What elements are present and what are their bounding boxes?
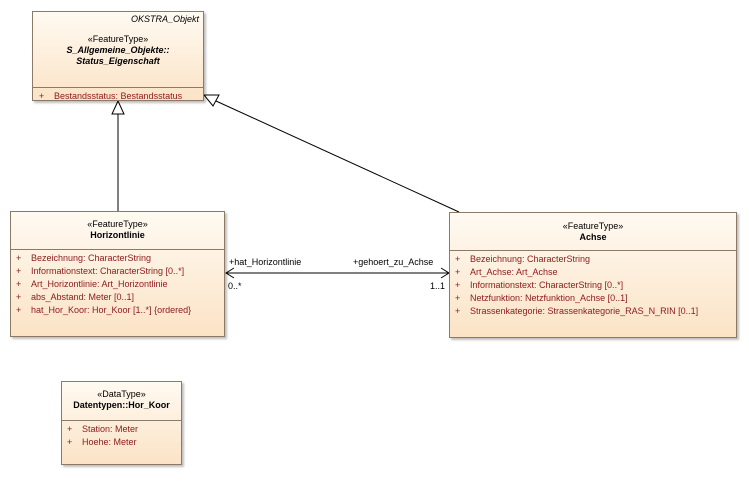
multiplicity-left: 0..*: [228, 281, 242, 291]
attribute-row: +Informationstext: CharacterString [0..*…: [16, 266, 185, 276]
class-name-line1: S_Allgemeine_Objekte::: [66, 45, 170, 55]
class-horizontlinie[interactable]: «FeatureType» Horizontlinie +Bezeichnung…: [10, 211, 225, 337]
attribute-row: +Art_Horizontlinie: Art_Horizontlinie: [16, 279, 168, 289]
generalization-arrowhead-left: [111, 99, 125, 115]
attribute-compartment: +Bestandsstatus: Bestandsstatus: [33, 87, 203, 103]
attribute-compartment: +Bezeichnung: CharacterString +Art_Achse…: [450, 250, 736, 318]
class-name: Datentypen::Hor_Koor: [73, 400, 170, 410]
attribute-row: +Bezeichnung: CharacterString: [16, 253, 152, 263]
attribute-row: +Netzfunktion: Netzfunktion_Achse [0..1]: [455, 293, 628, 303]
attribute-row: +Station: Meter: [67, 424, 139, 434]
attribute-row: +Bestandsstatus: Bestandsstatus: [39, 91, 183, 101]
class-header: «FeatureType» Achse: [450, 213, 736, 250]
class-header: «FeatureType» S_Allgemeine_Objekte:: Sta…: [33, 12, 203, 67]
association-arrow-left: [225, 267, 235, 279]
role-label-right: +gehoert_zu_Achse: [353, 257, 434, 267]
class-name: Horizontlinie: [90, 230, 145, 240]
generalization-achse: [215, 100, 460, 213]
role-label-left: +hat_Horizontlinie: [229, 257, 302, 267]
class-header: «DataType» Datentypen::Hor_Koor: [62, 382, 181, 420]
multiplicity-right: 1..1: [430, 281, 446, 291]
attribute-row: +Hoehe: Meter: [67, 437, 137, 447]
class-name: Achse: [579, 232, 607, 242]
class-header: «FeatureType» Horizontlinie: [11, 212, 224, 249]
attribute-compartment: +Station: Meter +Hoehe: Meter: [62, 420, 181, 449]
attribute-compartment: +Bezeichnung: CharacterString +Informati…: [11, 249, 224, 317]
attribute-row: +Strassenkategorie: Strassenkategorie_RA…: [455, 306, 699, 316]
attribute-row: +Art_Achse: Art_Achse: [455, 267, 558, 277]
namespace-label: OKSTRA_Objekt: [130, 14, 199, 24]
generalization-arrowhead-right: [202, 94, 220, 107]
stereotype-label: «DataType»: [97, 389, 146, 399]
class-hor-koor[interactable]: «DataType» Datentypen::Hor_Koor +Station…: [61, 381, 182, 465]
class-achse[interactable]: «FeatureType» Achse +Bezeichnung: Charac…: [449, 212, 737, 338]
attribute-row: +abs_Abstand: Meter [0..1]: [16, 292, 135, 302]
class-name-line2: Status_Eigenschaft: [76, 56, 160, 66]
attribute-row: +hat_Hor_Koor: Hor_Koor [1..*] {ordered}: [16, 305, 192, 315]
attribute-row: +Informationstext: CharacterString [0..*…: [455, 280, 624, 290]
stereotype-label: «FeatureType»: [562, 221, 624, 231]
attribute-row: +Bezeichnung: CharacterString: [455, 254, 591, 264]
stereotype-label: «FeatureType»: [87, 34, 149, 44]
class-status-eigenschaft[interactable]: OKSTRA_Objekt «FeatureType» S_Allgemeine…: [32, 11, 204, 101]
stereotype-label: «FeatureType»: [87, 219, 148, 229]
